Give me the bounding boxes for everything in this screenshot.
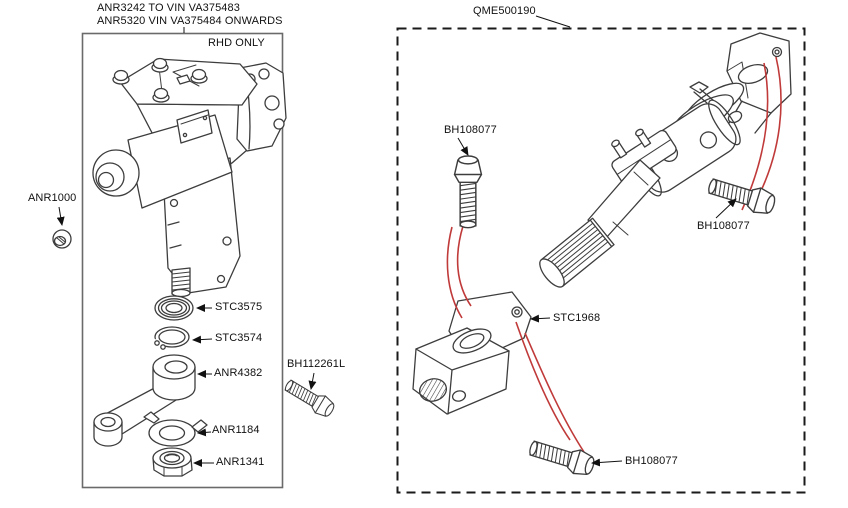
- leader-stc1968: [530, 314, 551, 323]
- left-panel-frame: [81, 32, 284, 489]
- circlip-drawing: [148, 326, 190, 352]
- leader-anr1000: [56, 206, 65, 226]
- leader-bolt-right: [715, 198, 737, 219]
- leader-stc3574: [192, 335, 213, 344]
- label-stc3574: STC3574: [215, 332, 263, 344]
- column-shaft-assembly-drawing: [539, 32, 792, 288]
- label-qme500190: QME500190: [473, 5, 536, 17]
- oil-seal-drawing: [154, 295, 194, 321]
- bh112261l-bolt-drawing: [281, 375, 338, 421]
- leader-qme500190: [535, 15, 571, 28]
- leader-bh112261l: [308, 372, 317, 390]
- label-anr4382: ANR4382: [214, 367, 263, 379]
- lower-universal-joint-drawing: [412, 291, 532, 415]
- rhd-only-note: RHD ONLY: [208, 37, 265, 49]
- leader-bolt-bottom: [591, 458, 623, 467]
- label-anr1341: ANR1341: [216, 456, 265, 468]
- bolt-bottom-drawing: [526, 435, 598, 480]
- bolt-right-drawing: [705, 172, 779, 218]
- drop-arm-drawing: [93, 354, 196, 447]
- red-alignment-curves: [446, 56, 782, 453]
- right-panel-frame-dashed: [396, 27, 806, 494]
- label-bh108077-bottom: BH108077: [625, 455, 678, 467]
- label-stc3575: STC3575: [215, 301, 263, 313]
- castle-nut-drawing: [152, 447, 193, 477]
- label-bh108077-top: BH108077: [444, 124, 497, 136]
- label-stc1968: STC1968: [553, 312, 601, 324]
- leader-bolt-top: [457, 137, 469, 156]
- vin-note-line1: ANR3242 TO VIN VA375483: [97, 2, 240, 14]
- bolt-top-drawing: [453, 155, 483, 229]
- vin-note-line2: ANR5320 VIN VA375484 ONWARDS: [97, 15, 283, 27]
- label-bh112261l: BH112261L: [287, 358, 346, 370]
- label-anr1184: ANR1184: [212, 424, 260, 436]
- label-anr1000: ANR1000: [28, 192, 77, 204]
- leader-anr1184: [197, 428, 212, 437]
- anr1000-nut-drawing: [52, 229, 72, 249]
- label-bh108077-right: BH108077: [697, 220, 750, 232]
- leader-lines: [56, 15, 737, 467]
- steering-box-drawing: [92, 57, 287, 298]
- lock-washer-drawing: [143, 411, 208, 447]
